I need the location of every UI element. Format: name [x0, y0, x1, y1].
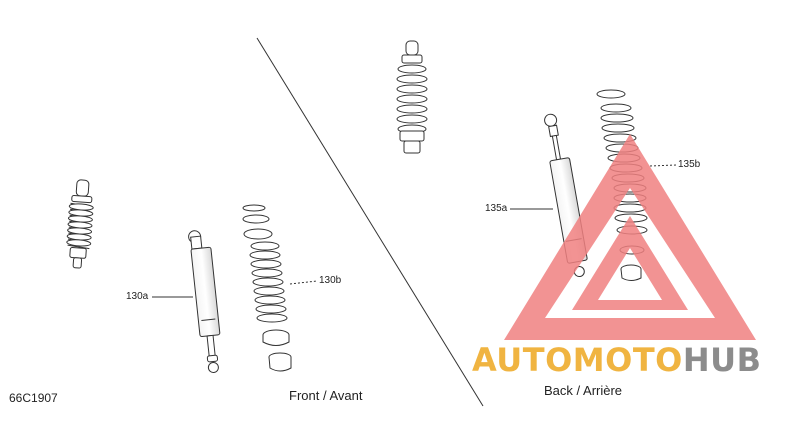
front-spring-icon	[242, 204, 292, 372]
watermark-hub: HUB	[682, 341, 762, 379]
callout-135b: 135b	[678, 159, 701, 170]
diagram-code: 66C1907	[9, 391, 58, 405]
callout-135a: 135a	[485, 203, 508, 214]
callout-130a: 130a	[126, 291, 149, 302]
watermark-auto: AUTO	[472, 341, 573, 379]
callout-130b: 130b	[319, 275, 342, 286]
front-shock-body-icon	[188, 230, 221, 374]
rear-shock-assembly-icon	[396, 40, 428, 154]
callout-leader-130b	[289, 280, 318, 285]
watermark-logo: AUTOMOTOHUB	[472, 344, 762, 376]
divider-line	[256, 37, 484, 407]
front-shock-assembly-icon	[66, 179, 94, 269]
caption-front: Front / Avant	[289, 388, 363, 403]
watermark-moto: MOTO	[572, 341, 683, 379]
watermark-triangle-icon	[504, 134, 756, 340]
callout-leader-135b	[649, 164, 677, 167]
caption-back: Back / Arrière	[544, 383, 623, 398]
